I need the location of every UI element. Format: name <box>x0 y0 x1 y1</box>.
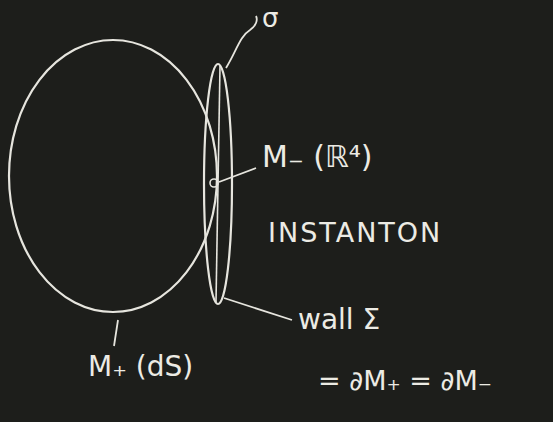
wall-label: wall Σ <box>298 305 380 336</box>
region-label: M₊ (dS) <box>88 352 193 383</box>
instanton-label: INSTANTON <box>268 218 442 248</box>
center-point <box>210 179 218 187</box>
wall-ellipse <box>204 64 232 304</box>
leader-line <box>219 168 256 182</box>
boundary-note: = ∂M₊ = ∂M₋ <box>318 366 492 396</box>
leader-line <box>226 16 257 68</box>
sigma-label: σ <box>262 4 278 33</box>
leader-line <box>114 320 118 346</box>
ds-sphere <box>9 40 217 312</box>
region-label: M₋ (ℝ⁴) <box>262 140 372 173</box>
leader-line <box>224 298 292 320</box>
